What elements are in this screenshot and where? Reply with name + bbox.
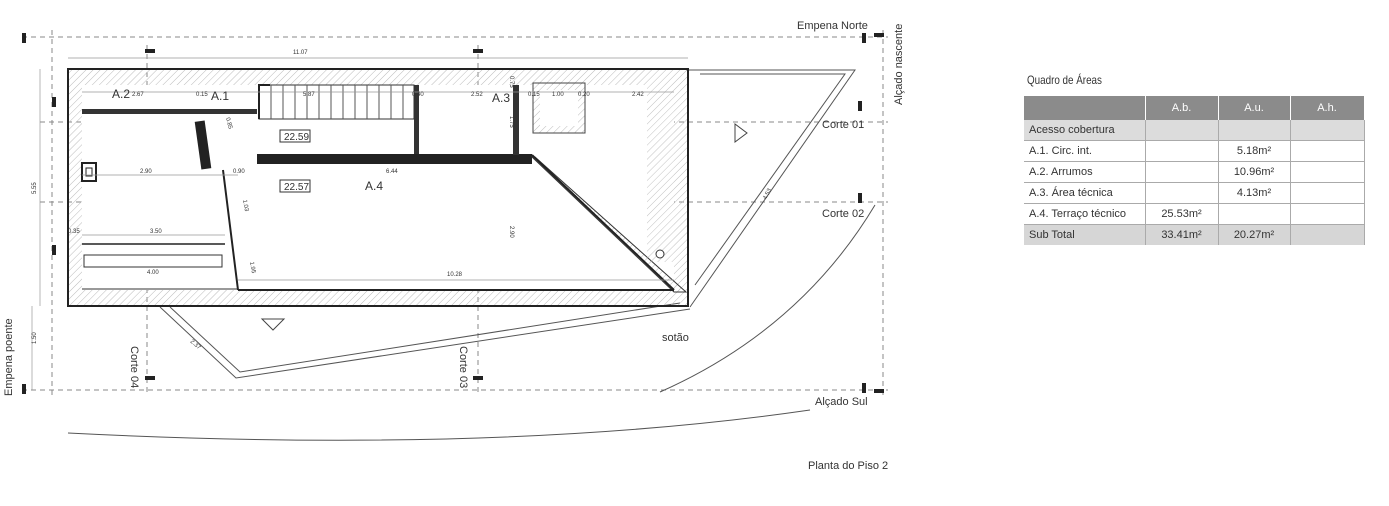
dim-lower-237: 2.37 (189, 339, 202, 352)
header-au: A.u. (1218, 96, 1291, 120)
room-a4-label: A.4 (365, 179, 383, 193)
row-ah (1290, 182, 1365, 204)
row-label: A.2. Arrumos (1024, 161, 1146, 183)
dim-height-total: 5.55 (32, 182, 38, 194)
corte-02-label: Corte 02 (822, 208, 864, 220)
dim-a3-right: 2.42 (632, 92, 644, 98)
plan-title: Planta do Piso 2 (808, 460, 888, 472)
row-label: A.4. Terraço técnico (1024, 203, 1146, 225)
sotao-label: sotão (662, 332, 689, 344)
row-label: A.3. Área técnica (1024, 182, 1146, 204)
table-row: A.4. Terraço técnico 25.53m² (1024, 203, 1365, 225)
subtotal-ah (1290, 224, 1365, 245)
dim-stair-run: 5.87 (303, 92, 315, 98)
dim-top-vert-075: 0.75 (508, 76, 514, 88)
dim-a3-d: 0.20 (578, 92, 590, 98)
row-au (1218, 203, 1291, 225)
dim-a3-left: 2.52 (471, 92, 483, 98)
row-ab: 25.53m² (1145, 203, 1219, 225)
dim-bottom-1028: 10.28 (447, 272, 463, 278)
group-row: Acesso cobertura (1024, 120, 1365, 141)
room-a2-label: A.2 (112, 87, 130, 101)
table-row: A.2. Arrumos 10.96m² (1024, 161, 1365, 183)
terrace-area-tag: 22.57 (284, 182, 309, 193)
dim-mid-195: 1.95 (248, 261, 256, 274)
dim-mid-644: 6.44 (386, 169, 398, 175)
row-ah (1290, 161, 1365, 183)
areas-table: A.b. A.u. A.h. Acesso cobertura A.1. Cir… (1024, 96, 1365, 245)
header-ab: A.b. (1145, 96, 1219, 120)
empena-norte-label: Empena Norte (797, 20, 868, 32)
row-ah (1290, 203, 1365, 225)
dim-mid-090: 0.90 (233, 169, 245, 175)
dimension-lines (31, 57, 688, 390)
dim-a3-c: 1.00 (552, 92, 564, 98)
alcado-nascente-label: Alçado nascente (893, 24, 905, 105)
row-ah (1290, 140, 1365, 162)
header-blank (1024, 96, 1146, 120)
roof-outline (67, 69, 876, 441)
subtotal-ab: 33.41m² (1145, 224, 1219, 245)
row-ab (1145, 182, 1219, 204)
corte-04-label: Corte 04 (128, 346, 140, 388)
building-interior (81, 82, 688, 293)
room-a3-label: A.3 (492, 91, 510, 105)
dim-left-035: 0.35 (68, 229, 80, 235)
direction-arrow-icon (260, 318, 286, 331)
empena-poente-label: Empena poente (3, 318, 15, 396)
subtotal-label: Sub Total (1024, 224, 1146, 245)
dim-a1-a: 0.15 (196, 92, 208, 98)
section-markers (22, 33, 884, 394)
row-au: 5.18m² (1218, 140, 1291, 162)
dim-left-150: 1.50 (32, 332, 38, 344)
dim-left-290: 2.90 (140, 169, 152, 175)
header-ah: A.h. (1290, 96, 1365, 120)
corte-03-label: Corte 03 (457, 346, 469, 388)
subtotal-row: Sub Total 33.41m² 20.27m² (1024, 224, 1365, 245)
dim-diag-453: 4.53 (762, 187, 773, 201)
dim-right-290: 2.90 (508, 226, 514, 238)
stair-area-tag: 22.59 (284, 132, 309, 143)
row-ab (1145, 140, 1219, 162)
dim-mid-103: 1.03 (241, 199, 249, 212)
alcado-sul-label: Alçado Sul (815, 396, 868, 408)
corte-01-label: Corte 01 (822, 119, 864, 131)
dim-a1-diag: 0.85 (224, 117, 233, 130)
row-au: 4.13m² (1218, 182, 1291, 204)
row-au: 10.96m² (1218, 161, 1291, 183)
floor-plan: Empena Norte Alçado nascente Corte 01 Co… (3, 20, 905, 472)
dim-vert-175: 1.75 (508, 116, 514, 128)
dim-bottom-400: 4.00 (147, 270, 159, 276)
room-a1-label: A.1 (211, 89, 229, 103)
dim-a3-b: 0.15 (528, 92, 540, 98)
dim-total-width: 11.07 (293, 50, 308, 56)
areas-table-title: Quadro de Áreas (1027, 73, 1102, 87)
dim-a2-width: 2.67 (132, 92, 144, 98)
direction-arrow-icon (734, 123, 748, 143)
table-row: A.3. Área técnica 4.13m² (1024, 182, 1365, 204)
row-label: A.1. Circ. int. (1024, 140, 1146, 162)
table-row: A.1. Circ. int. 5.18m² (1024, 140, 1365, 162)
dim-stair-b: 0.40 (412, 92, 424, 98)
group-label: Acesso cobertura (1024, 120, 1146, 141)
dim-left-350: 3.50 (150, 229, 162, 235)
areas-table-header: A.b. A.u. A.h. (1024, 96, 1365, 120)
subtotal-au: 20.27m² (1218, 224, 1291, 245)
row-ab (1145, 161, 1219, 183)
